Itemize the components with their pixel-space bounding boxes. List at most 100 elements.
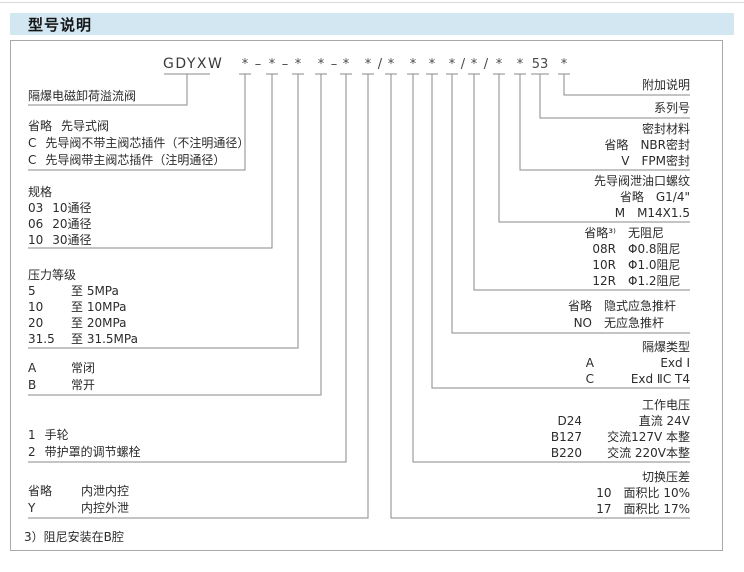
section-explosion-proof-type: 隔爆类型 A Exd Ⅰ C Exd ⅡC T4 <box>586 339 690 387</box>
option-label: G1/4" <box>655 190 690 204</box>
model-code-separator: / <box>483 57 489 72</box>
section-title-row: 隔爆类型 <box>606 339 690 355</box>
model-code-separator: – <box>330 57 338 72</box>
option-row: 省略 先导式阀 <box>28 118 249 135</box>
model-code-token: * <box>470 57 478 72</box>
option-code: 10 <box>28 300 44 314</box>
section-title-row: 先导阀泄油口螺纹 <box>594 173 690 189</box>
model-code-token: * <box>294 57 302 72</box>
section-title: 隔爆类型 <box>641 340 690 354</box>
page-top-rule <box>0 2 744 3</box>
option-row: C Exd ⅡC T4 <box>586 371 690 387</box>
option-row: 10R Φ1.0阻尼 <box>592 257 690 273</box>
option-label: 交流127V 本整 <box>607 430 690 444</box>
option-label: M14X1.5 <box>637 206 690 220</box>
section-title-row: 压力等级 <box>28 267 138 283</box>
option-label: 先导式阀 <box>61 119 110 133</box>
option-code: M <box>614 206 626 220</box>
option-label: Exd Ⅰ <box>660 356 690 370</box>
option-label: 20通径 <box>52 217 92 231</box>
option-row: 08R Φ0.8阻尼 <box>592 241 690 257</box>
option-label: 隐式应急推杆 <box>604 299 677 313</box>
model-code-series-token: 53 <box>531 57 549 72</box>
option-row: 省略 内泄内控 <box>28 483 129 500</box>
section-working-voltage: 工作电压 D24 直流 24V B127 交流127V 本整 B220 交流 2… <box>551 397 690 461</box>
section-title: 先导阀泄油口螺纹 <box>593 174 690 188</box>
option-label: 交流 220V本整 <box>607 446 690 460</box>
section-adjustment: 1 手轮 2 带护罩的调节螺栓 <box>28 427 141 461</box>
option-label: 至 10MPa <box>71 300 127 314</box>
product-name-label: 隔爆电磁卸荷溢流阀 <box>28 89 137 103</box>
option-label: 先导阀不带主阀芯插件（不注明通径） <box>45 136 250 150</box>
option-label: 至 31.5MPa <box>71 332 138 346</box>
section-title: 压力等级 <box>28 268 77 282</box>
option-label: 面积比 17% <box>623 502 691 516</box>
option-row: 10 面积比 10% <box>596 485 690 501</box>
option-label: 内控外泄 <box>81 501 130 515</box>
section-product-name: 隔爆电磁卸荷溢流阀 <box>28 88 136 105</box>
section-seal-material: 密封材料 省略 NBR密封 V FPM密封 <box>604 121 690 169</box>
option-row: M M14X1.5 <box>615 205 690 221</box>
option-code: 12R <box>592 274 616 288</box>
section-drain-control: 省略 内泄内控 Y 内控外泄 <box>28 483 129 517</box>
option-row: 17 面积比 17% <box>596 501 690 517</box>
option-row: 省略³⁾ 无阻尼 <box>584 225 690 241</box>
option-row: B127 交流127V 本整 <box>551 429 690 445</box>
model-code-token: * <box>428 57 436 72</box>
option-code: C <box>28 136 37 150</box>
section-title-row: 切换压差 <box>642 469 690 485</box>
model-code-separator: – <box>281 57 289 72</box>
option-code: A <box>585 356 594 370</box>
option-code: C <box>585 372 594 386</box>
model-code-token: * <box>516 57 524 72</box>
option-code: A <box>28 361 37 375</box>
section-damping: 省略³⁾ 无阻尼 08R Φ0.8阻尼 10R Φ1.0阻尼 12R Φ1.2阻… <box>584 225 690 289</box>
option-row: 03 10通径 <box>28 200 92 216</box>
option-code: 省略 <box>619 190 644 204</box>
option-label: 无应急推杆 <box>604 316 665 330</box>
option-label: 常开 <box>71 378 96 392</box>
option-code: B127 <box>550 430 582 444</box>
option-row: 2 带护罩的调节螺栓 <box>28 444 141 461</box>
footnote: 3）阻尼安装在B腔 <box>24 530 124 544</box>
product-name-row: 隔爆电磁卸荷溢流阀 <box>28 88 136 105</box>
option-label: 面积比 10% <box>623 486 691 500</box>
section-valve-mode: A 常闭 B 常开 <box>28 360 95 394</box>
model-code-token: * <box>268 57 276 72</box>
section-emergency-rod: 省略 隐式应急推杆 NO 无应急推杆 <box>568 298 690 332</box>
option-row: 10 30通径 <box>28 232 92 248</box>
option-code: NO <box>573 316 592 330</box>
option-code: 06 <box>28 217 44 231</box>
section-switching-pressure-diff: 切换压差 10 面积比 10% 17 面积比 17% <box>596 469 690 517</box>
option-row: 06 20通径 <box>28 216 92 232</box>
option-row: 31.5 至 31.5MPa <box>28 331 138 347</box>
option-code: 2 <box>28 445 36 459</box>
option-code: 10R <box>592 258 616 272</box>
option-row: C 先导阀不带主阀芯插件（不注明通径） <box>28 135 249 152</box>
option-code: Y <box>28 501 36 515</box>
option-label: Exd ⅡC T4 <box>630 372 690 386</box>
option-label: 无阻尼 <box>628 226 665 240</box>
option-label: Φ1.2阻尼 <box>628 274 681 288</box>
option-label: NBR密封 <box>640 138 690 152</box>
model-code-token: * <box>342 57 350 72</box>
option-code: 省略³⁾ <box>584 226 616 240</box>
model-code-token: * <box>560 57 568 72</box>
option-code: 省略 <box>28 484 53 498</box>
option-row: 省略 NBR密封 <box>604 137 690 153</box>
option-label: 先导阀带主阀芯插件（注明通径） <box>45 153 226 167</box>
model-code-separator: / <box>377 57 383 72</box>
section-series-number: 系列号 <box>654 100 690 117</box>
option-row: V FPM密封 <box>621 153 690 169</box>
page-title: 型号说明 <box>28 15 93 34</box>
option-code: 省略 <box>567 299 592 313</box>
option-code: 省略 <box>604 138 629 152</box>
option-row: A 常闭 <box>28 360 95 377</box>
option-code: 5 <box>28 284 36 298</box>
option-label: 内泄内控 <box>81 484 130 498</box>
option-code: 03 <box>28 201 44 215</box>
section-title-row: 附加说明 <box>642 77 690 94</box>
section-title: 切换压差 <box>641 470 690 484</box>
model-code-token: * <box>448 57 456 72</box>
